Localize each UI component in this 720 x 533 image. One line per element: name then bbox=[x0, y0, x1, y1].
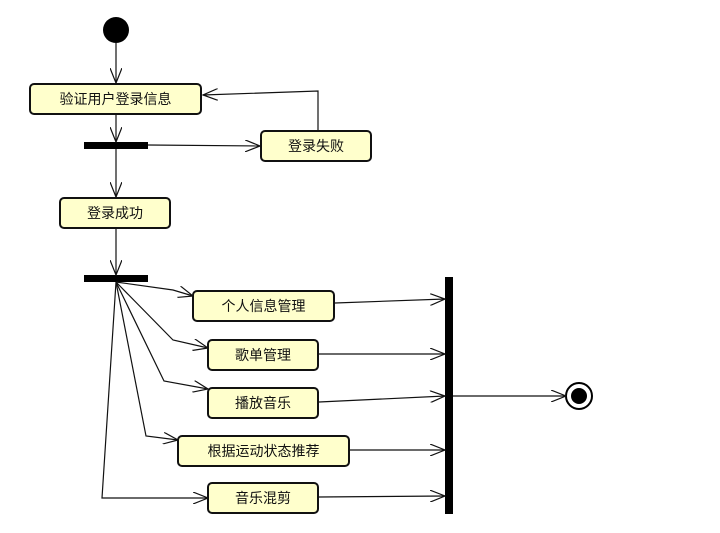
initial-node bbox=[103, 17, 129, 43]
edge-fork-play bbox=[115, 281, 208, 389]
edge-fork-profile bbox=[115, 281, 193, 296]
join-bar bbox=[445, 277, 453, 514]
activity-playlist-management: 歌单管理 bbox=[207, 339, 319, 371]
edge-bar-fail bbox=[147, 145, 260, 146]
activity-login-failed: 登录失败 bbox=[260, 130, 372, 162]
edge-fork-recommend bbox=[115, 281, 178, 440]
activity-profile-management: 个人信息管理 bbox=[192, 290, 335, 322]
edge-fail-verify bbox=[203, 91, 319, 130]
edge-fork-playlist bbox=[115, 281, 208, 348]
edge-profile-join bbox=[334, 299, 445, 303]
edge-fork-mix bbox=[101, 281, 208, 498]
activity-play-music: 播放音乐 bbox=[207, 387, 319, 419]
edge-mix-join bbox=[318, 496, 445, 497]
edge-play-join bbox=[318, 396, 445, 402]
activity-music-mix: 音乐混剪 bbox=[207, 482, 319, 514]
fork-bar bbox=[84, 275, 148, 282]
activity-verify-login: 验证用户登录信息 bbox=[29, 83, 202, 115]
activity-login-success: 登录成功 bbox=[59, 197, 171, 229]
final-node bbox=[565, 382, 593, 410]
activity-recommend-by-exercise: 根据运动状态推荐 bbox=[177, 435, 350, 467]
decision-bar bbox=[84, 142, 148, 149]
